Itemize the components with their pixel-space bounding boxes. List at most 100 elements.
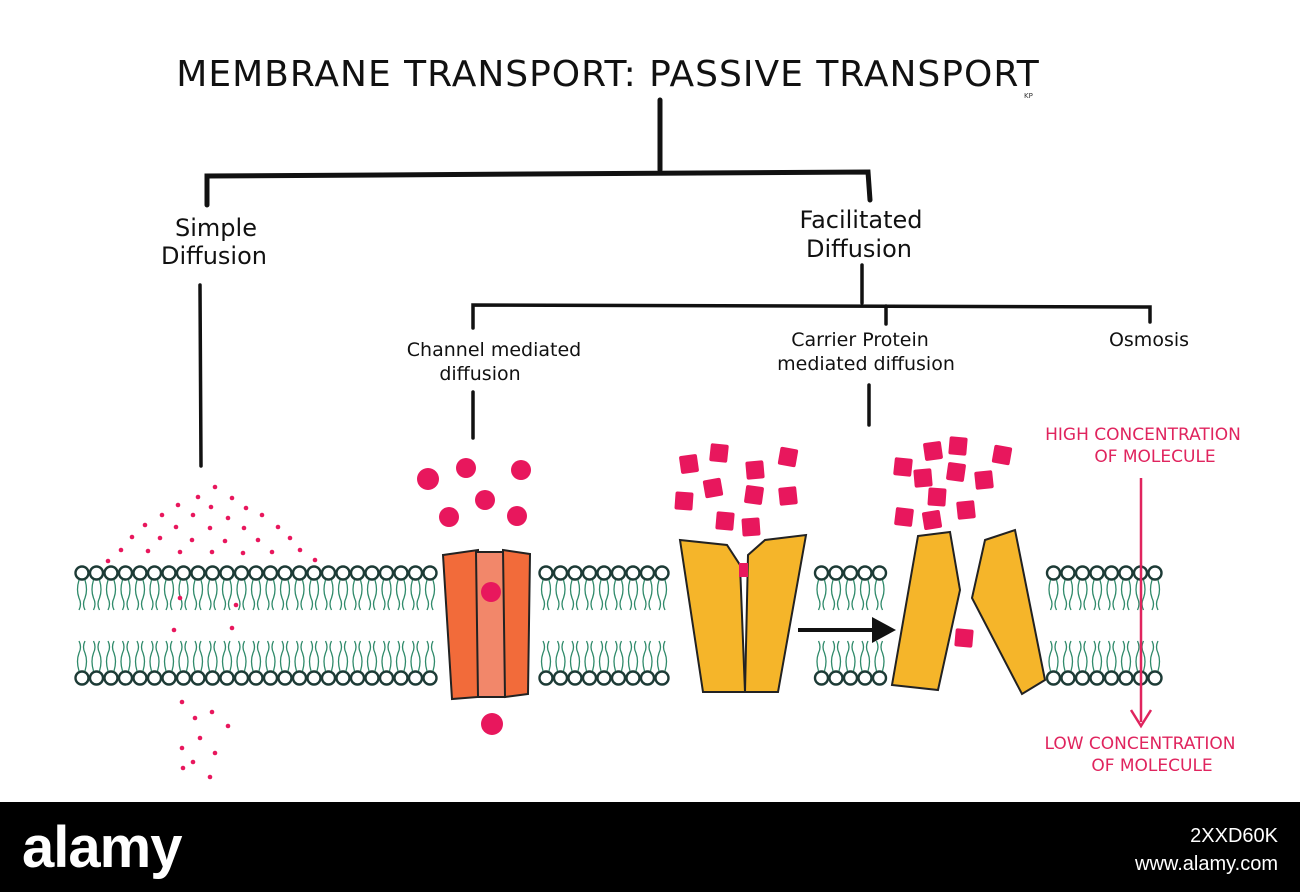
molecule <box>475 490 495 510</box>
lipid-tail <box>155 579 160 611</box>
simple-diffusion-molecules <box>105 484 318 780</box>
lipid-head <box>132 670 148 686</box>
simple-diffusion-label-line2: Diffusion <box>161 242 267 270</box>
lipid-tail <box>149 640 154 672</box>
lipid-tail <box>308 579 314 611</box>
lipid-head <box>538 670 554 686</box>
channel-protein <box>441 548 532 701</box>
lipid-head <box>1103 565 1120 581</box>
lipid-tail <box>880 640 885 672</box>
molecule <box>456 458 476 478</box>
lipid-tail <box>836 579 842 611</box>
lipid-tail <box>192 579 198 611</box>
lipid-tail <box>358 640 363 672</box>
lipid-tail <box>1097 640 1103 672</box>
lipid-head <box>596 670 612 686</box>
channel-protein-left-subunit <box>441 548 479 701</box>
molecule-square <box>709 443 729 463</box>
image-id: 2XXD60K www.alamy.com <box>1135 822 1278 878</box>
molecule-square <box>956 500 976 520</box>
molecule <box>190 512 196 518</box>
lipid-tail <box>213 579 218 611</box>
lipid-tail <box>91 640 96 672</box>
simple-diffusion-label-line1: Simple <box>175 214 257 242</box>
lipid-head <box>407 565 424 581</box>
lipid-tail <box>387 579 392 611</box>
lipid-tail <box>1155 640 1161 672</box>
lipid-head <box>639 670 656 686</box>
molecule-square <box>946 462 966 482</box>
molecule <box>222 538 228 544</box>
molecule-square <box>894 507 914 527</box>
lipid-head <box>393 670 409 686</box>
molecule-square <box>954 628 974 648</box>
molecule-square <box>913 468 933 488</box>
lipid-head <box>639 565 656 581</box>
lipid-head <box>74 565 90 581</box>
lipid-tail <box>236 579 241 611</box>
lipid-head <box>204 670 221 686</box>
lipid-head <box>190 670 206 686</box>
lipid-tail <box>845 579 850 611</box>
lipid-tail <box>1083 640 1088 672</box>
molecule <box>190 759 196 765</box>
lipid-tail <box>865 640 871 672</box>
lipid-head <box>654 670 670 686</box>
lipid-tail <box>430 579 436 611</box>
carrier-protein-state1 <box>678 533 808 693</box>
lipid-tail <box>111 579 117 611</box>
lipid-tail <box>555 579 560 611</box>
lipid-head <box>378 565 395 581</box>
lipid-tail <box>236 640 241 672</box>
lipid-tail <box>395 579 401 611</box>
molecule <box>287 535 293 541</box>
lipid-tail <box>836 640 842 672</box>
lipid-tail <box>366 579 372 611</box>
molecule <box>212 750 218 756</box>
lipid-tail <box>250 579 256 611</box>
artist-signature: KP <box>1024 92 1033 100</box>
lipid-head <box>161 670 177 686</box>
lipid-head <box>625 670 641 686</box>
facilitated-diffusion-label-line1: Facilitated <box>799 206 922 234</box>
lipid-tail <box>105 640 111 672</box>
lipid-tail <box>561 579 566 611</box>
lipid-tail <box>613 640 618 672</box>
lipid-tail <box>76 579 82 611</box>
lipid-head <box>103 565 119 581</box>
lipid-tail <box>1083 579 1088 611</box>
lipid-head <box>117 565 134 581</box>
lipid-tail <box>221 640 227 672</box>
lipid-tail <box>656 640 662 672</box>
molecule-square <box>923 441 943 461</box>
lipid-tail <box>265 640 270 672</box>
tree-connectors-level2 <box>198 263 1152 468</box>
phospholipid-bilayer <box>74 565 1163 686</box>
lipid-tail <box>91 579 96 611</box>
lipid-head <box>349 670 366 686</box>
lipid-head <box>291 670 308 686</box>
lipid-head <box>654 565 670 581</box>
lipid-tail <box>178 640 183 672</box>
lipid-head <box>291 565 308 581</box>
lipid-tail <box>329 640 334 672</box>
channel-protein-center-subunit <box>474 551 506 698</box>
lipid-tail <box>265 579 270 611</box>
lipid-tail <box>198 640 204 672</box>
molecule-square <box>715 511 735 531</box>
high-concentration-label-line2: OF MOLECULE <box>1094 447 1215 467</box>
lipid-head <box>88 670 105 686</box>
molecule-square <box>991 444 1013 466</box>
lipid-head <box>422 670 438 686</box>
molecule <box>225 515 231 521</box>
lipid-head <box>233 565 250 581</box>
lipid-tail <box>381 579 386 611</box>
lipid-head <box>204 565 221 581</box>
lipid-tail <box>323 579 328 611</box>
lipid-tail <box>874 579 879 611</box>
lipid-tail <box>619 640 624 672</box>
lipid-tail <box>105 579 111 611</box>
lipid-tail <box>242 640 247 672</box>
molecule-square <box>702 477 724 499</box>
lipid-tail <box>598 640 604 672</box>
